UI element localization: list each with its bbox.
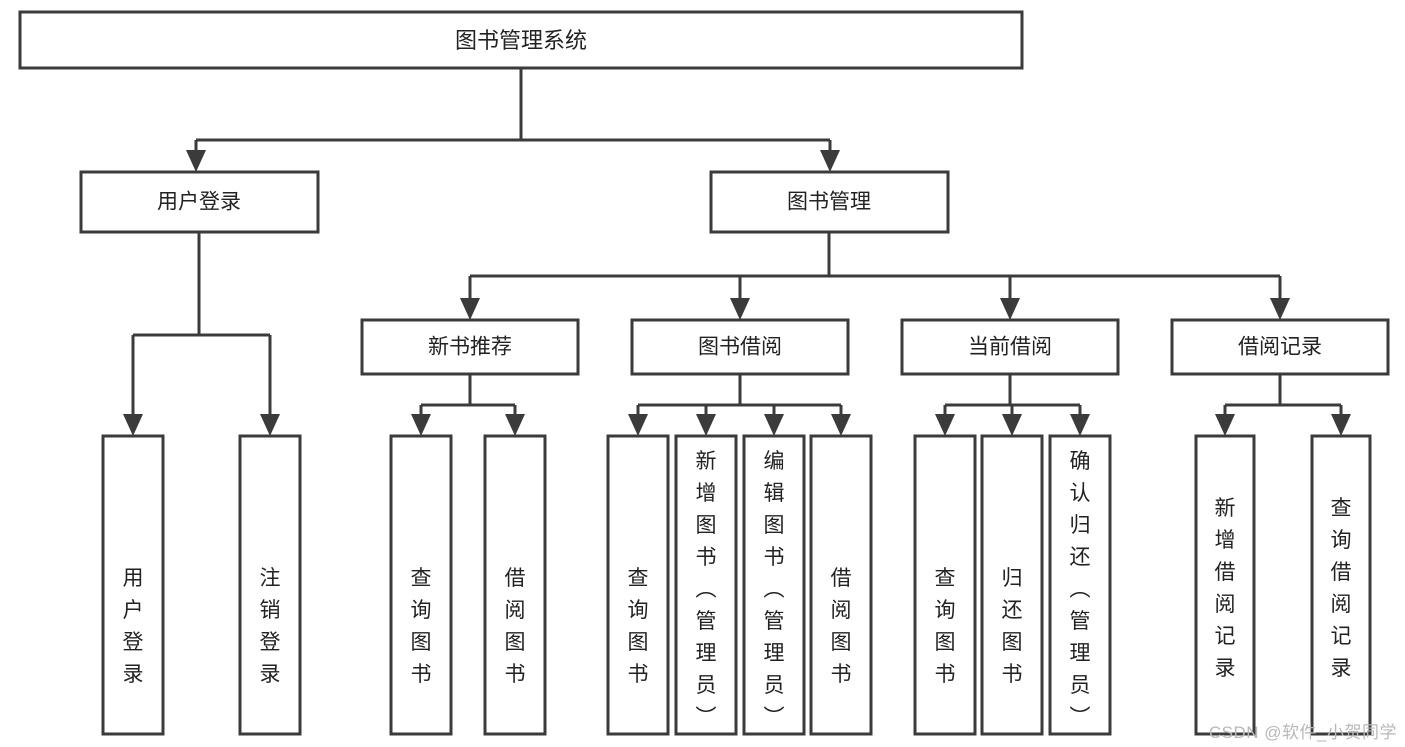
leaf-query-book-2[interactable]: 查询图书: [606, 434, 670, 736]
csdn-watermark: CSDN @软件_小贺同学: [1208, 723, 1397, 742]
node-new-book-recommend[interactable]: 新书推荐: [360, 318, 580, 376]
arrowhead-leaf-borrow-book-2: [831, 414, 851, 436]
node-borrow-record[interactable]: 借阅记录: [1170, 318, 1390, 376]
leaf-return-book-box[interactable]: [980, 434, 1044, 736]
leaf-user-login-label: 用户登录: [123, 567, 144, 686]
connector-layer: [123, 68, 1351, 436]
arrowhead-current-borrow: [1000, 298, 1020, 320]
leaf-add-record-label: 新增借阅记录: [1215, 497, 1236, 680]
leaf-query-book-1-box[interactable]: [389, 434, 453, 736]
leaf-query-record-box[interactable]: [1310, 434, 1372, 736]
node-root-box[interactable]: [18, 10, 1024, 70]
leaf-query-book-1-label: 查询图书: [411, 567, 432, 686]
node-current-borrow-label: 当前借阅: [968, 336, 1052, 359]
arrowhead-leaf-edit-book: [764, 414, 784, 436]
leaf-add-book[interactable]: 新增图书︵管理员︶: [674, 434, 738, 736]
leaf-query-book-3-label: 查询图书: [935, 567, 956, 686]
leaf-query-book-3[interactable]: 查询图书: [913, 434, 977, 736]
arrowhead-book-manage: [820, 150, 840, 172]
node-new-book-recommend-box[interactable]: [360, 318, 580, 376]
leaf-user-login[interactable]: 用户登录: [101, 434, 165, 736]
leaf-borrow-book-2-label: 借阅图书: [831, 567, 852, 686]
leaf-confirm-return[interactable]: 确认归还︵管理员︶: [1048, 434, 1112, 736]
arrowhead-new-book: [460, 298, 480, 320]
arrowhead-borrow-record: [1270, 298, 1290, 320]
leaf-query-book-1[interactable]: 查询图书: [389, 434, 453, 736]
leaf-query-record[interactable]: 查询借阅记录: [1310, 434, 1372, 736]
node-book-manage[interactable]: 图书管理: [709, 170, 950, 234]
leaf-borrow-book-2-box[interactable]: [809, 434, 873, 736]
leaf-add-book-label: 新增图书︵管理员︶: [696, 450, 717, 729]
arrowhead-leaf-add-record: [1215, 414, 1235, 436]
leaf-user-logout-box[interactable]: [238, 434, 302, 736]
leaf-user-logout[interactable]: 注销登录: [238, 434, 302, 736]
leaf-return-book[interactable]: 归还图书: [980, 434, 1044, 736]
leaf-user-login-box[interactable]: [101, 434, 165, 736]
leaf-edit-book-box[interactable]: [742, 434, 806, 736]
node-current-borrow[interactable]: 当前借阅: [900, 318, 1120, 376]
leaf-borrow-book-1-label: 借阅图书: [505, 567, 526, 686]
leaf-query-book-2-label: 查询图书: [628, 567, 649, 686]
leaf-add-record-box[interactable]: [1194, 434, 1256, 736]
node-user-login-label: 用户登录: [157, 191, 241, 214]
node-current-borrow-box[interactable]: [900, 318, 1120, 376]
leaf-borrow-book-2[interactable]: 借阅图书: [809, 434, 873, 736]
leaf-borrow-book-1-box[interactable]: [483, 434, 547, 736]
leaf-add-record[interactable]: 新增借阅记录: [1194, 434, 1256, 736]
arrowhead-leaf-query-book-1: [411, 414, 431, 436]
leaf-edit-book-label: 编辑图书︵管理员︶: [764, 450, 785, 729]
leaf-query-record-label: 查询借阅记录: [1331, 497, 1352, 680]
arrowhead-leaf-borrow-book-1: [505, 414, 525, 436]
node-book-borrow[interactable]: 图书借阅: [630, 318, 850, 376]
leaf-add-book-box[interactable]: [674, 434, 738, 736]
node-user-login-box[interactable]: [79, 170, 320, 234]
leaf-query-book-2-box[interactable]: [606, 434, 670, 736]
arrowhead-leaf-query-book-2: [628, 414, 648, 436]
arrowhead-leaf-add-book: [696, 414, 716, 436]
node-book-borrow-label: 图书借阅: [698, 336, 782, 359]
leaf-edit-book[interactable]: 编辑图书︵管理员︶: [742, 434, 806, 736]
leaf-confirm-return-box[interactable]: [1048, 434, 1112, 736]
node-book-manage-box[interactable]: [709, 170, 950, 234]
node-book-borrow-box[interactable]: [630, 318, 850, 376]
leaf-confirm-return-label: 确认归还︵管理员︶: [1070, 450, 1091, 729]
leaf-return-book-label: 归还图书: [1002, 567, 1023, 686]
node-root-label: 图书管理系统: [455, 28, 587, 53]
node-user-login[interactable]: 用户登录: [79, 170, 320, 234]
node-borrow-record-box[interactable]: [1170, 318, 1390, 376]
node-new-book-recommend-label: 新书推荐: [428, 336, 512, 359]
arrowhead-leaf-query-book-3: [935, 414, 955, 436]
arrowhead-leaf-user-login: [123, 414, 143, 436]
leaf-query-book-3-box[interactable]: [913, 434, 977, 736]
arrowhead-leaf-user-logout: [260, 414, 280, 436]
arrowhead-leaf-confirm-return: [1070, 414, 1090, 436]
arrowhead-leaf-return-book: [1002, 414, 1022, 436]
node-root[interactable]: 图书管理系统: [18, 10, 1024, 70]
leaf-borrow-book-1[interactable]: 借阅图书: [483, 434, 547, 736]
arrowhead-leaf-query-record: [1331, 414, 1351, 436]
leaf-user-logout-label: 注销登录: [260, 567, 281, 686]
arrowhead-user-login: [186, 150, 206, 172]
node-borrow-record-label: 借阅记录: [1238, 336, 1322, 359]
arrowhead-book-borrow: [730, 298, 750, 320]
node-book-manage-label: 图书管理: [787, 191, 871, 214]
